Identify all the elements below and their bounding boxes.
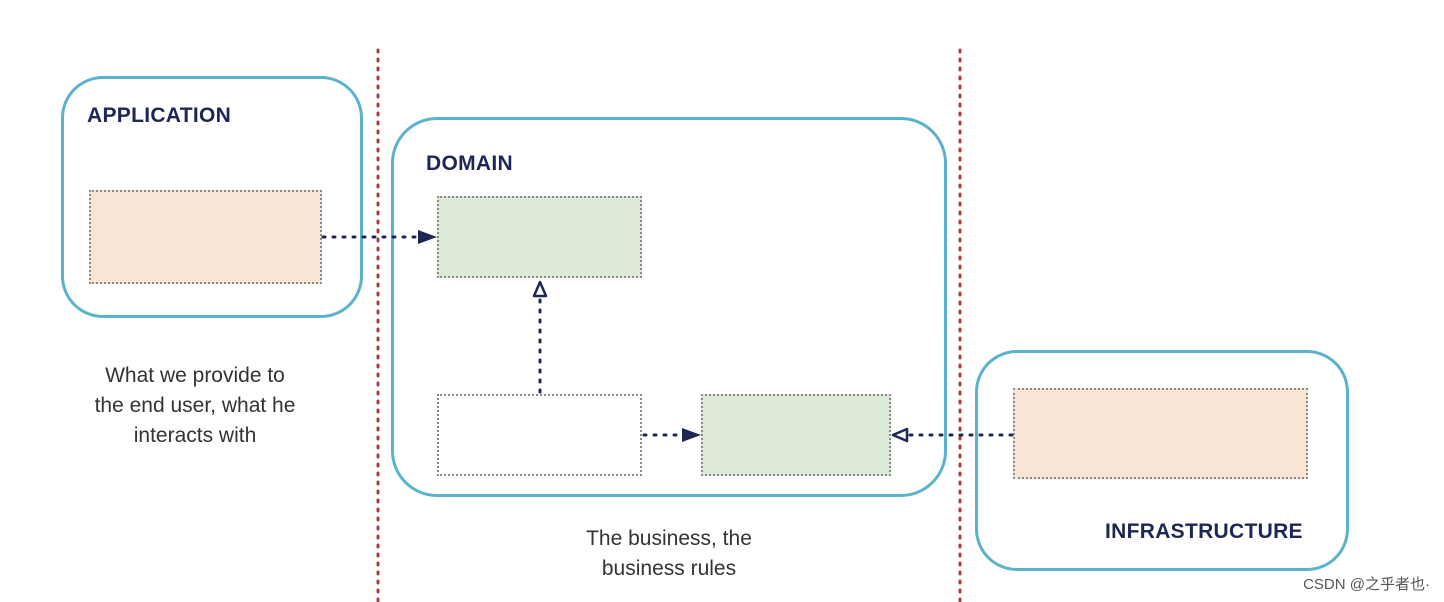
arrowhead-open-icon — [532, 280, 548, 298]
application-component-box — [89, 190, 322, 284]
arrowhead-solid-icon — [682, 428, 701, 442]
arrowhead-solid-icon — [418, 230, 437, 244]
infrastructure-component-box — [1013, 388, 1308, 479]
domain-caption: The business, the business rules — [539, 524, 799, 584]
domain-caption-line: The business, the — [586, 527, 752, 550]
application-caption-line: interacts with — [133, 424, 257, 447]
domain-title: DOMAIN — [426, 152, 513, 175]
application-caption-line: What we provide to — [105, 364, 285, 387]
watermark-text: CSDN @之乎者也· — [1303, 576, 1430, 593]
arrowhead-open-icon — [891, 427, 909, 443]
domain-interface-box — [437, 394, 642, 476]
application-caption: What we provide to the end user, what he… — [56, 361, 334, 451]
domain-entity-box-bottom — [701, 394, 891, 476]
infrastructure-title: INFRASTRUCTURE — [1105, 520, 1303, 543]
domain-entity-box-top — [437, 196, 642, 278]
application-caption-line: the end user, what he — [94, 394, 296, 417]
application-title: APPLICATION — [87, 104, 232, 127]
domain-caption-line: business rules — [601, 557, 737, 580]
